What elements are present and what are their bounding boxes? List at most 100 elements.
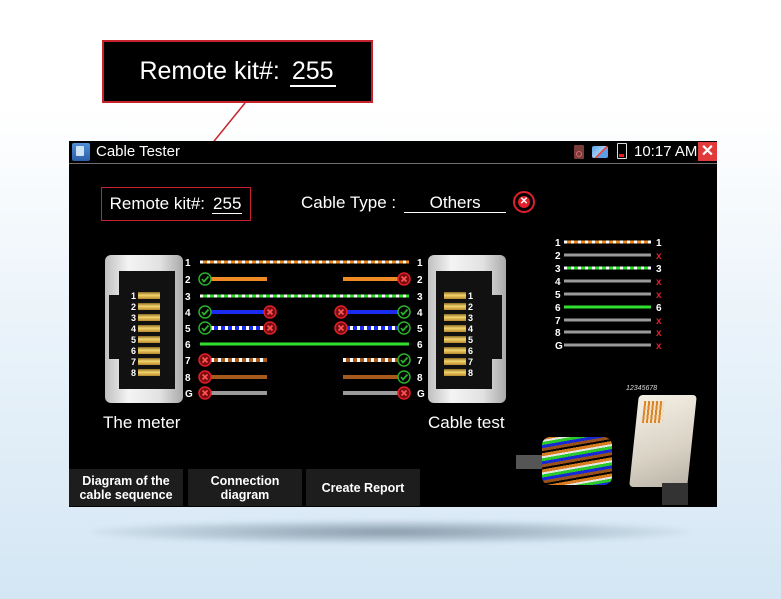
pin-number: 1 [131,290,137,301]
left-status-check-icon [198,272,212,286]
right-wire-number: 8 [417,373,423,384]
right-wire-number: 1 [417,258,423,269]
cable-type-field: Cable Type : Others [301,193,507,213]
right-status-check-icon [397,305,411,319]
gold-contact [138,336,161,343]
pin-number: 5 [468,334,474,345]
left-wire-number: 5 [185,324,191,335]
left-status-check-icon-check [201,275,210,283]
left-mid-x-icon-x [266,324,274,332]
connector-pin: 5 [444,334,473,345]
plug-caption: 12345678 [626,385,658,392]
meter-label: The meter [103,413,181,432]
remote-kit-value[interactable]: 255 [212,194,243,214]
left-wire-number: 8 [185,373,191,384]
connector-pin: 3 [131,312,161,323]
right-wire-number: 5 [417,324,423,335]
error-circle-x-icon [513,191,535,213]
connector-pin: 4 [131,323,161,334]
right-status-check-icon [397,370,411,384]
right-wire-number: 6 [417,340,423,351]
gold-contact [444,292,466,299]
connector-pin: 7 [444,356,473,367]
cable-jacket [516,455,542,469]
button-label-line1: Connection [210,473,280,488]
gold-contact [138,303,161,310]
pin-number: 4 [131,323,137,334]
left-wire-number: 6 [185,340,191,351]
pin-number: 4 [468,323,474,334]
sequence-fail-mark: x [656,341,662,352]
connector-pin: 5 [131,334,161,345]
cable-type-value[interactable]: Others [404,193,507,213]
battery-low-icon [617,143,627,159]
left-status-check-icon-check [201,324,210,332]
gold-contact [444,358,466,365]
gold-contact [444,303,466,310]
sequence-fail-mark: x [656,251,662,262]
gold-contact [444,325,466,332]
gold-contact [444,369,466,376]
sequence-fail-mark: x [656,277,662,288]
device-shadow [90,520,690,544]
connector-pin: 2 [131,301,161,312]
right-status-check-icon [397,353,411,367]
button-label: Create Report [321,480,405,495]
left-wire-number: 3 [185,292,191,303]
pin-number: 8 [131,367,137,378]
create-report-button[interactable]: Create Report [306,469,420,506]
pin-number: 2 [468,301,474,312]
left-mid-x-icon-x [266,308,274,316]
close-button[interactable]: ✕ [698,142,717,161]
pin-number: 5 [131,334,137,345]
connector-pin: 4 [444,323,473,334]
connector-pin: 6 [444,345,473,356]
cable-tester-app-icon [72,143,90,161]
gold-contact [138,358,161,365]
sequence-from-number: 4 [555,277,561,288]
button-label-line1: Diagram of the [82,473,170,488]
remote-label: Cable test [428,413,505,432]
right-status-check-icon-check [400,324,409,332]
clock: 10:17 AM [634,143,698,160]
gold-contact [138,369,161,376]
left-status-x-icon-x [201,373,209,381]
callout-label: Remote kit#: [139,57,280,85]
fanned-wires [542,437,612,485]
pin-number: 6 [468,345,474,356]
sequence-from-number: 7 [555,316,561,327]
left-wire-number: 4 [185,308,191,319]
callout-value: 255 [289,56,336,87]
connector-pin: 7 [131,356,161,367]
right-status-check-icon-check [400,356,409,364]
right-status-check-icon-check [400,373,409,381]
plug-cable [662,483,688,505]
connector-pin: 6 [131,345,161,356]
remote-kit-label: Remote kit#: [109,194,206,213]
pin-number: 1 [468,290,474,301]
sequence-from-number: 8 [555,328,561,339]
right-wire-number: 7 [417,356,423,367]
cable-tester-window: Cable Tester 10:17 AM ✕ Remote kit#: 255… [69,141,717,507]
sequence-from-number: 5 [555,290,561,301]
pin-number: 2 [131,301,137,312]
right-status-x-icon-x [400,275,408,283]
gold-contact [444,314,466,321]
left-wire-number: G [185,389,193,400]
sequence-to-number: 6 [656,303,662,314]
connector-pin: 2 [444,301,473,312]
sequence-from-number: 6 [555,303,561,314]
sequence-from-number: 1 [555,238,561,249]
left-status-check-icon [198,305,212,319]
left-status-x-icon-x [201,389,209,397]
remote-kit-field[interactable]: Remote kit#: 255 [101,187,251,221]
connector-pin: 1 [444,290,473,301]
right-wire-number: 2 [417,275,423,286]
right-mid-x-icon-x [337,308,345,316]
connector-pin: 1 [131,290,161,301]
